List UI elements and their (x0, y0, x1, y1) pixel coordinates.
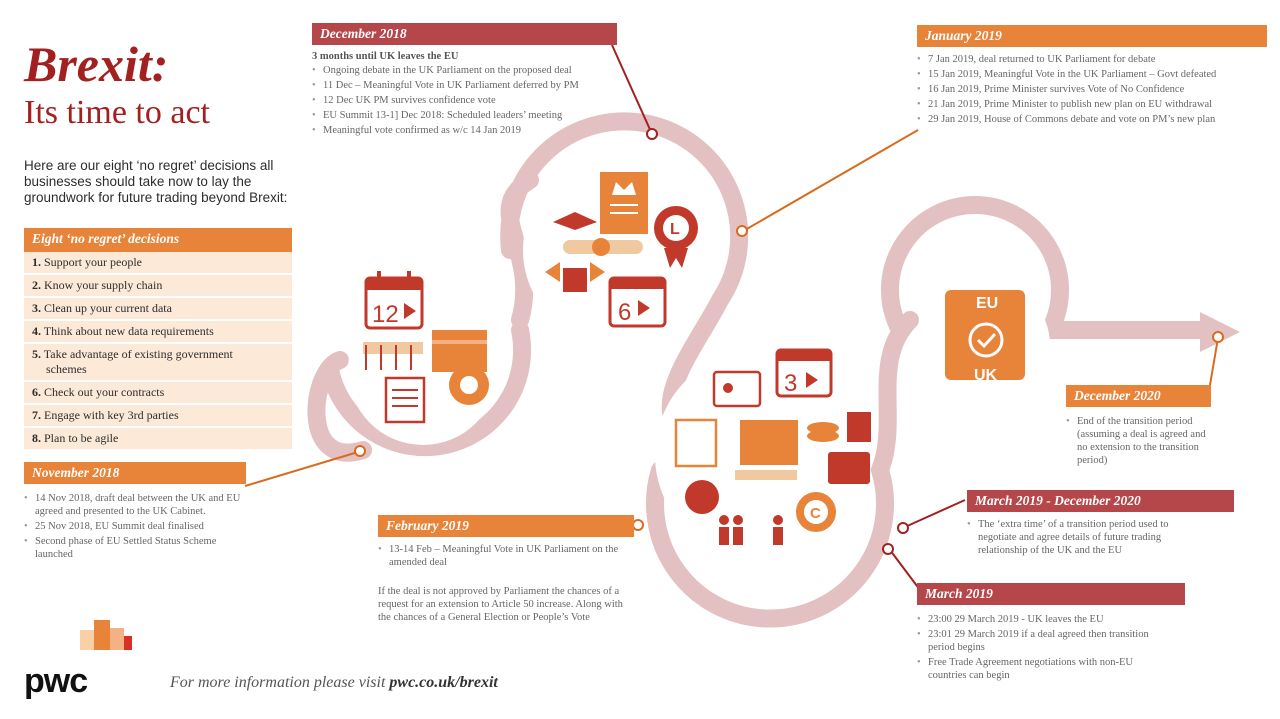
decisions-heading: Eight ‘no regret’ decisions (24, 228, 292, 252)
pwc-logo-mark (80, 620, 132, 650)
mar-2019-list: 23:00 29 March 2019 - UK leaves the EU 2… (917, 613, 1167, 682)
box-arrows-icon (545, 262, 605, 292)
nov-2018-list: 14 Nov 2018, draft deal between the UK a… (24, 492, 244, 561)
feb-2019-heading: February 2019 (378, 515, 634, 537)
rosette-l-icon: L (654, 206, 698, 268)
decision-item: 4. Think about new data requirements (24, 321, 292, 342)
list-item: 15 Jan 2019, Meaningful Vote in the UK P… (917, 68, 1267, 81)
dec-2020-heading: December 2020 (1066, 385, 1211, 407)
decisions-list: 1. Support your people 2. Know your supp… (24, 252, 292, 451)
scroll-seal-icon (563, 238, 643, 256)
dec-2018-block: December 2018 3 months until UK leaves t… (312, 23, 617, 139)
flags-icon-2 (735, 470, 797, 480)
decision-item: 2. Know your supply chain (24, 275, 292, 296)
parliament-icon-2 (740, 420, 798, 465)
calculator-icon (847, 412, 871, 442)
footer-text: For more information please visit pwc.co… (170, 674, 498, 691)
list-item: 11 Dec – Meaningful Vote in UK Parliamen… (312, 79, 617, 92)
list-item: 16 Jan 2019, Prime Minister survives Vot… (917, 83, 1267, 96)
crown-scroll-icon (600, 172, 648, 234)
list-item: 25 Nov 2018, EU Summit deal finalised (24, 520, 244, 533)
list-item: 7 Jan 2019, deal returned to UK Parliame… (917, 53, 1267, 66)
globe-icon (685, 480, 719, 514)
dec-2018-list: Ongoing debate in the UK Parliament on t… (312, 64, 617, 137)
list-item: 23:01 29 March 2019 if a deal agreed the… (917, 628, 1167, 654)
people-icon (719, 515, 783, 545)
list-item: 13-14 Feb – Meaningful Vote in UK Parlia… (378, 543, 634, 569)
document-icon (384, 376, 426, 424)
intro-text: Here are our eight ‘no regret’ decisions… (24, 158, 288, 205)
decision-item: 1. Support your people (24, 252, 292, 273)
transition-block: March 2019 - December 2020 The ‘extra ti… (967, 490, 1234, 559)
dec-2018-subheading: 3 months until UK leaves the EU (312, 51, 459, 62)
calendar-6-label: 6 (618, 299, 631, 326)
footer-link[interactable]: pwc.co.uk/brexit (389, 674, 498, 691)
uk-label: UK (974, 367, 998, 384)
decision-item: 7. Engage with key 3rd parties (24, 405, 292, 426)
feb-2019-block: February 2019 13-14 Feb – Meaningful Vot… (378, 515, 634, 624)
svg-text:L: L (670, 221, 680, 238)
feb-2019-list: 13-14 Feb – Meaningful Vote in UK Parlia… (378, 543, 634, 569)
eu-uk-parliament-icon: EU UK (945, 290, 1025, 384)
list-item: 23:00 29 March 2019 - UK leaves the EU (917, 613, 1167, 626)
documents-icon (674, 418, 718, 468)
decision-item: 5. Take advantage of existing government… (24, 344, 292, 380)
feb-2019-note: If the deal is not approved by Parliamen… (378, 586, 623, 623)
calendar-3-icon: 3 (775, 348, 833, 398)
dec-2020-block: December 2020 End of the transition peri… (1066, 385, 1211, 469)
svg-text:C: C (810, 505, 821, 522)
list-item: The ‘extra time’ of a transition period … (967, 518, 1207, 557)
calendar-12-label: 12 (372, 301, 399, 328)
flags-icon (363, 342, 423, 370)
decision-item: 8. Plan to be agile (24, 428, 292, 449)
dec-2020-list: End of the transition period (assuming a… (1066, 415, 1206, 467)
list-item: 12 Dec UK PM survives confidence vote (312, 94, 617, 107)
dec-2018-heading: December 2018 (312, 23, 617, 45)
list-item: EU Summit 13-1] Dec 2018: Scheduled lead… (312, 109, 617, 122)
mar-2019-heading: March 2019 (917, 583, 1185, 605)
nov-2018-block: November 2018 14 Nov 2018, draft deal be… (24, 462, 246, 563)
handshake-icon (553, 212, 597, 230)
calendar-3-label: 3 (784, 370, 797, 397)
list-item: End of the transition period (assuming a… (1066, 415, 1206, 467)
jan-2019-block: January 2019 7 Jan 2019, deal returned t… (917, 25, 1267, 128)
calendar-12-icon: 12 (364, 271, 424, 330)
jan-2019-list: 7 Jan 2019, deal returned to UK Parliame… (917, 53, 1267, 126)
shamrock-icon (449, 365, 489, 405)
id-card-icon (712, 370, 762, 408)
rosette-c-icon: C (796, 492, 836, 532)
page-title: Brexit: (24, 36, 169, 92)
jan-2019-heading: January 2019 (917, 25, 1267, 47)
timeline-path (307, 112, 1214, 628)
list-item: Free Trade Agreement negotiations with n… (917, 656, 1167, 682)
pwc-logo: pwc (24, 662, 88, 700)
list-item: 21 Jan 2019, Prime Minister to publish n… (917, 98, 1267, 111)
calendar-6-icon: 6 (608, 276, 667, 328)
list-item: 14 Nov 2018, draft deal between the UK a… (24, 492, 244, 518)
eu-label: EU (976, 295, 998, 312)
parliament-icon (432, 330, 487, 372)
transition-list: The ‘extra time’ of a transition period … (967, 518, 1207, 557)
decision-item: 6. Check out your contracts (24, 382, 292, 403)
list-item: Second phase of EU Settled Status Scheme… (24, 535, 244, 561)
page-subtitle: Its time to act (24, 94, 211, 131)
mar-2019-block: March 2019 23:00 29 March 2019 - UK leav… (917, 583, 1185, 684)
briefcase-icon (828, 452, 870, 484)
decision-item: 3. Clean up your current data (24, 298, 292, 319)
transition-heading: March 2019 - December 2020 (967, 490, 1234, 512)
list-item: 29 Jan 2019, House of Commons debate and… (917, 113, 1267, 126)
coins-icon (807, 422, 839, 442)
nov-2018-heading: November 2018 (24, 462, 246, 484)
list-item: Ongoing debate in the UK Parliament on t… (312, 64, 617, 77)
list-item: Meaningful vote confirmed as w/c 14 Jan … (312, 124, 617, 137)
